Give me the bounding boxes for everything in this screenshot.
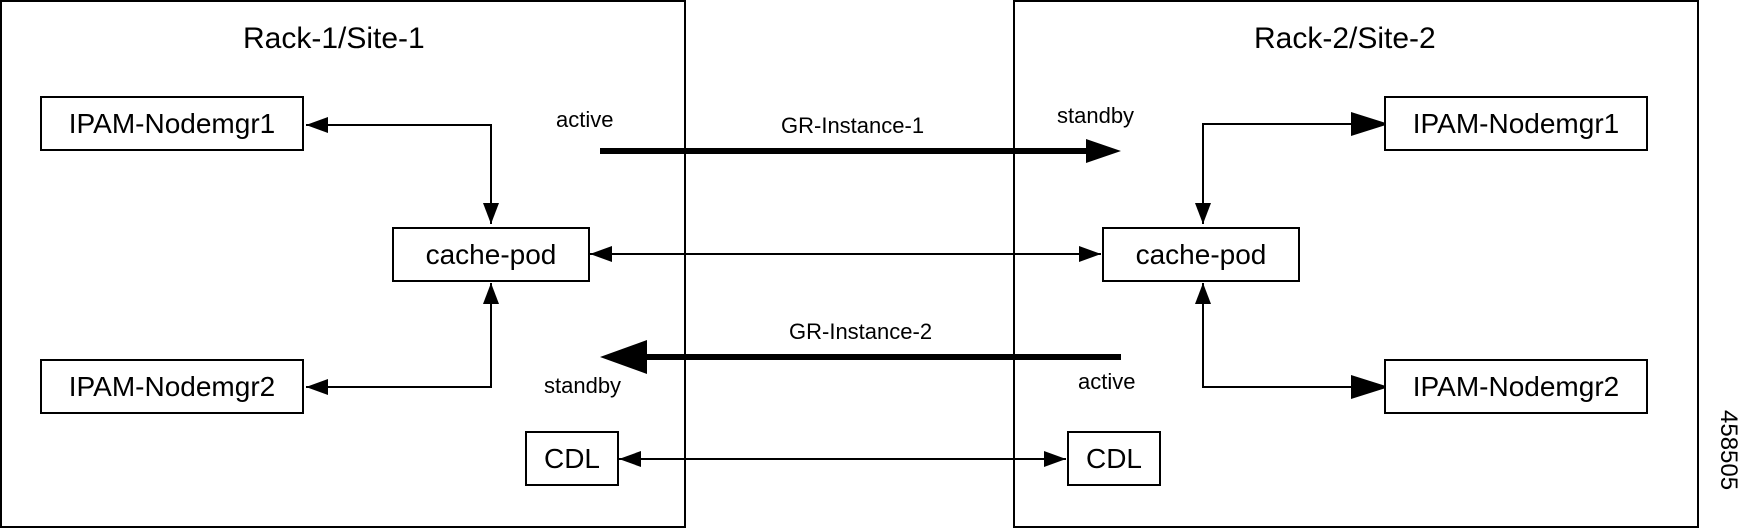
site2-ipam-nodemgr2-box: IPAM-Nodemgr2 (1384, 359, 1648, 414)
figure-id: 458505 (1715, 410, 1742, 491)
site2-nodemgr2-cache-link (1195, 283, 1389, 399)
gr-instance-1-source-state: active (556, 107, 614, 132)
gr-instance-2-target-state: standby (544, 373, 622, 398)
site-2-panel (1013, 0, 1699, 528)
site1-nodemgr2-cache-link (306, 283, 499, 395)
site2-cache-pod-box: cache-pod (1102, 227, 1300, 282)
gr-instance-2-label: GR-Instance-2 (789, 319, 933, 344)
cdl-replication-link (619, 451, 1066, 467)
gr-instance-2-source-state: active (1078, 369, 1136, 394)
site-2-title: Rack-2/Site-2 (1254, 22, 1436, 55)
site2-nodemgr1-cache-link (1195, 112, 1389, 224)
site1-nodemgr1-cache-link (306, 117, 499, 224)
gr-instance-1-label: GR-Instance-1 (781, 113, 925, 138)
site2-ipam-nodemgr1-box: IPAM-Nodemgr1 (1384, 96, 1648, 151)
gr-instance-1-arrow (600, 139, 1121, 163)
cache-pod-replication-link (590, 246, 1101, 262)
site2-cdl-box: CDL (1067, 431, 1161, 486)
gr-instance-2-arrow (600, 340, 1121, 374)
site-1-title: Rack-1/Site-1 (243, 22, 425, 55)
site-1-panel (0, 0, 686, 528)
site1-ipam-nodemgr1-box: IPAM-Nodemgr1 (40, 96, 304, 151)
gr-instance-1-target-state: standby (1057, 103, 1135, 128)
site1-cache-pod-box: cache-pod (392, 227, 590, 282)
site1-ipam-nodemgr2-box: IPAM-Nodemgr2 (40, 359, 304, 414)
site1-cdl-box: CDL (525, 431, 619, 486)
